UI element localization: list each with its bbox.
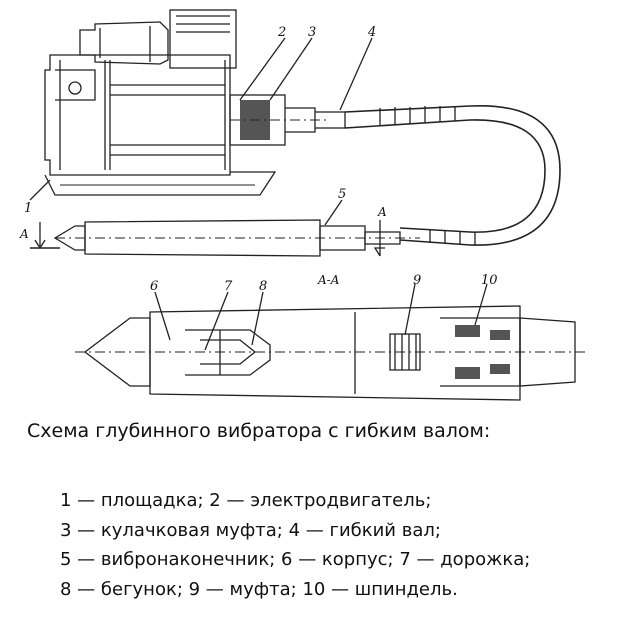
- callout-6: 6: [150, 279, 158, 294]
- section-mark-a-left: A: [19, 227, 29, 241]
- vibrating-tip: [53, 219, 420, 257]
- legend-item: 8 — бегунок; 9 — муфта; 10 — шпиндель.: [60, 578, 458, 600]
- callout-10: 10: [481, 273, 498, 288]
- callout-9: 9: [413, 273, 421, 288]
- callout-2: 2: [277, 25, 286, 40]
- callout-7: 7: [224, 279, 233, 294]
- legend-list: 1 — площадка; 2 — электродвигатель; 3 — …: [60, 486, 530, 604]
- callout-3: 3: [308, 25, 316, 40]
- section-view: [29, 37, 585, 401]
- vibrator-diagram: 1 2 3 4 5 6 7 8 9 10 A A A-A: [19, 9, 585, 401]
- legend-item: 3 — кулачковая муфта; 4 — гибкий вал;: [60, 519, 441, 541]
- legend-title: Схема глубинного вибратора с гибким вало…: [27, 420, 491, 442]
- motor-assembly: [30, 9, 561, 250]
- section-label-a-a: A-A: [317, 273, 340, 287]
- callout-4: 4: [367, 25, 376, 40]
- callout-1: 1: [24, 201, 32, 216]
- legend-item: 5 — вибронаконечник; 6 — корпус; 7 — дор…: [60, 549, 531, 570]
- callout-8: 8: [259, 279, 267, 294]
- legend-item: 1 — площадка; 2 — электродвигатель;: [60, 490, 432, 511]
- callout-5: 5: [338, 187, 346, 202]
- section-mark-a-right: A: [377, 205, 387, 219]
